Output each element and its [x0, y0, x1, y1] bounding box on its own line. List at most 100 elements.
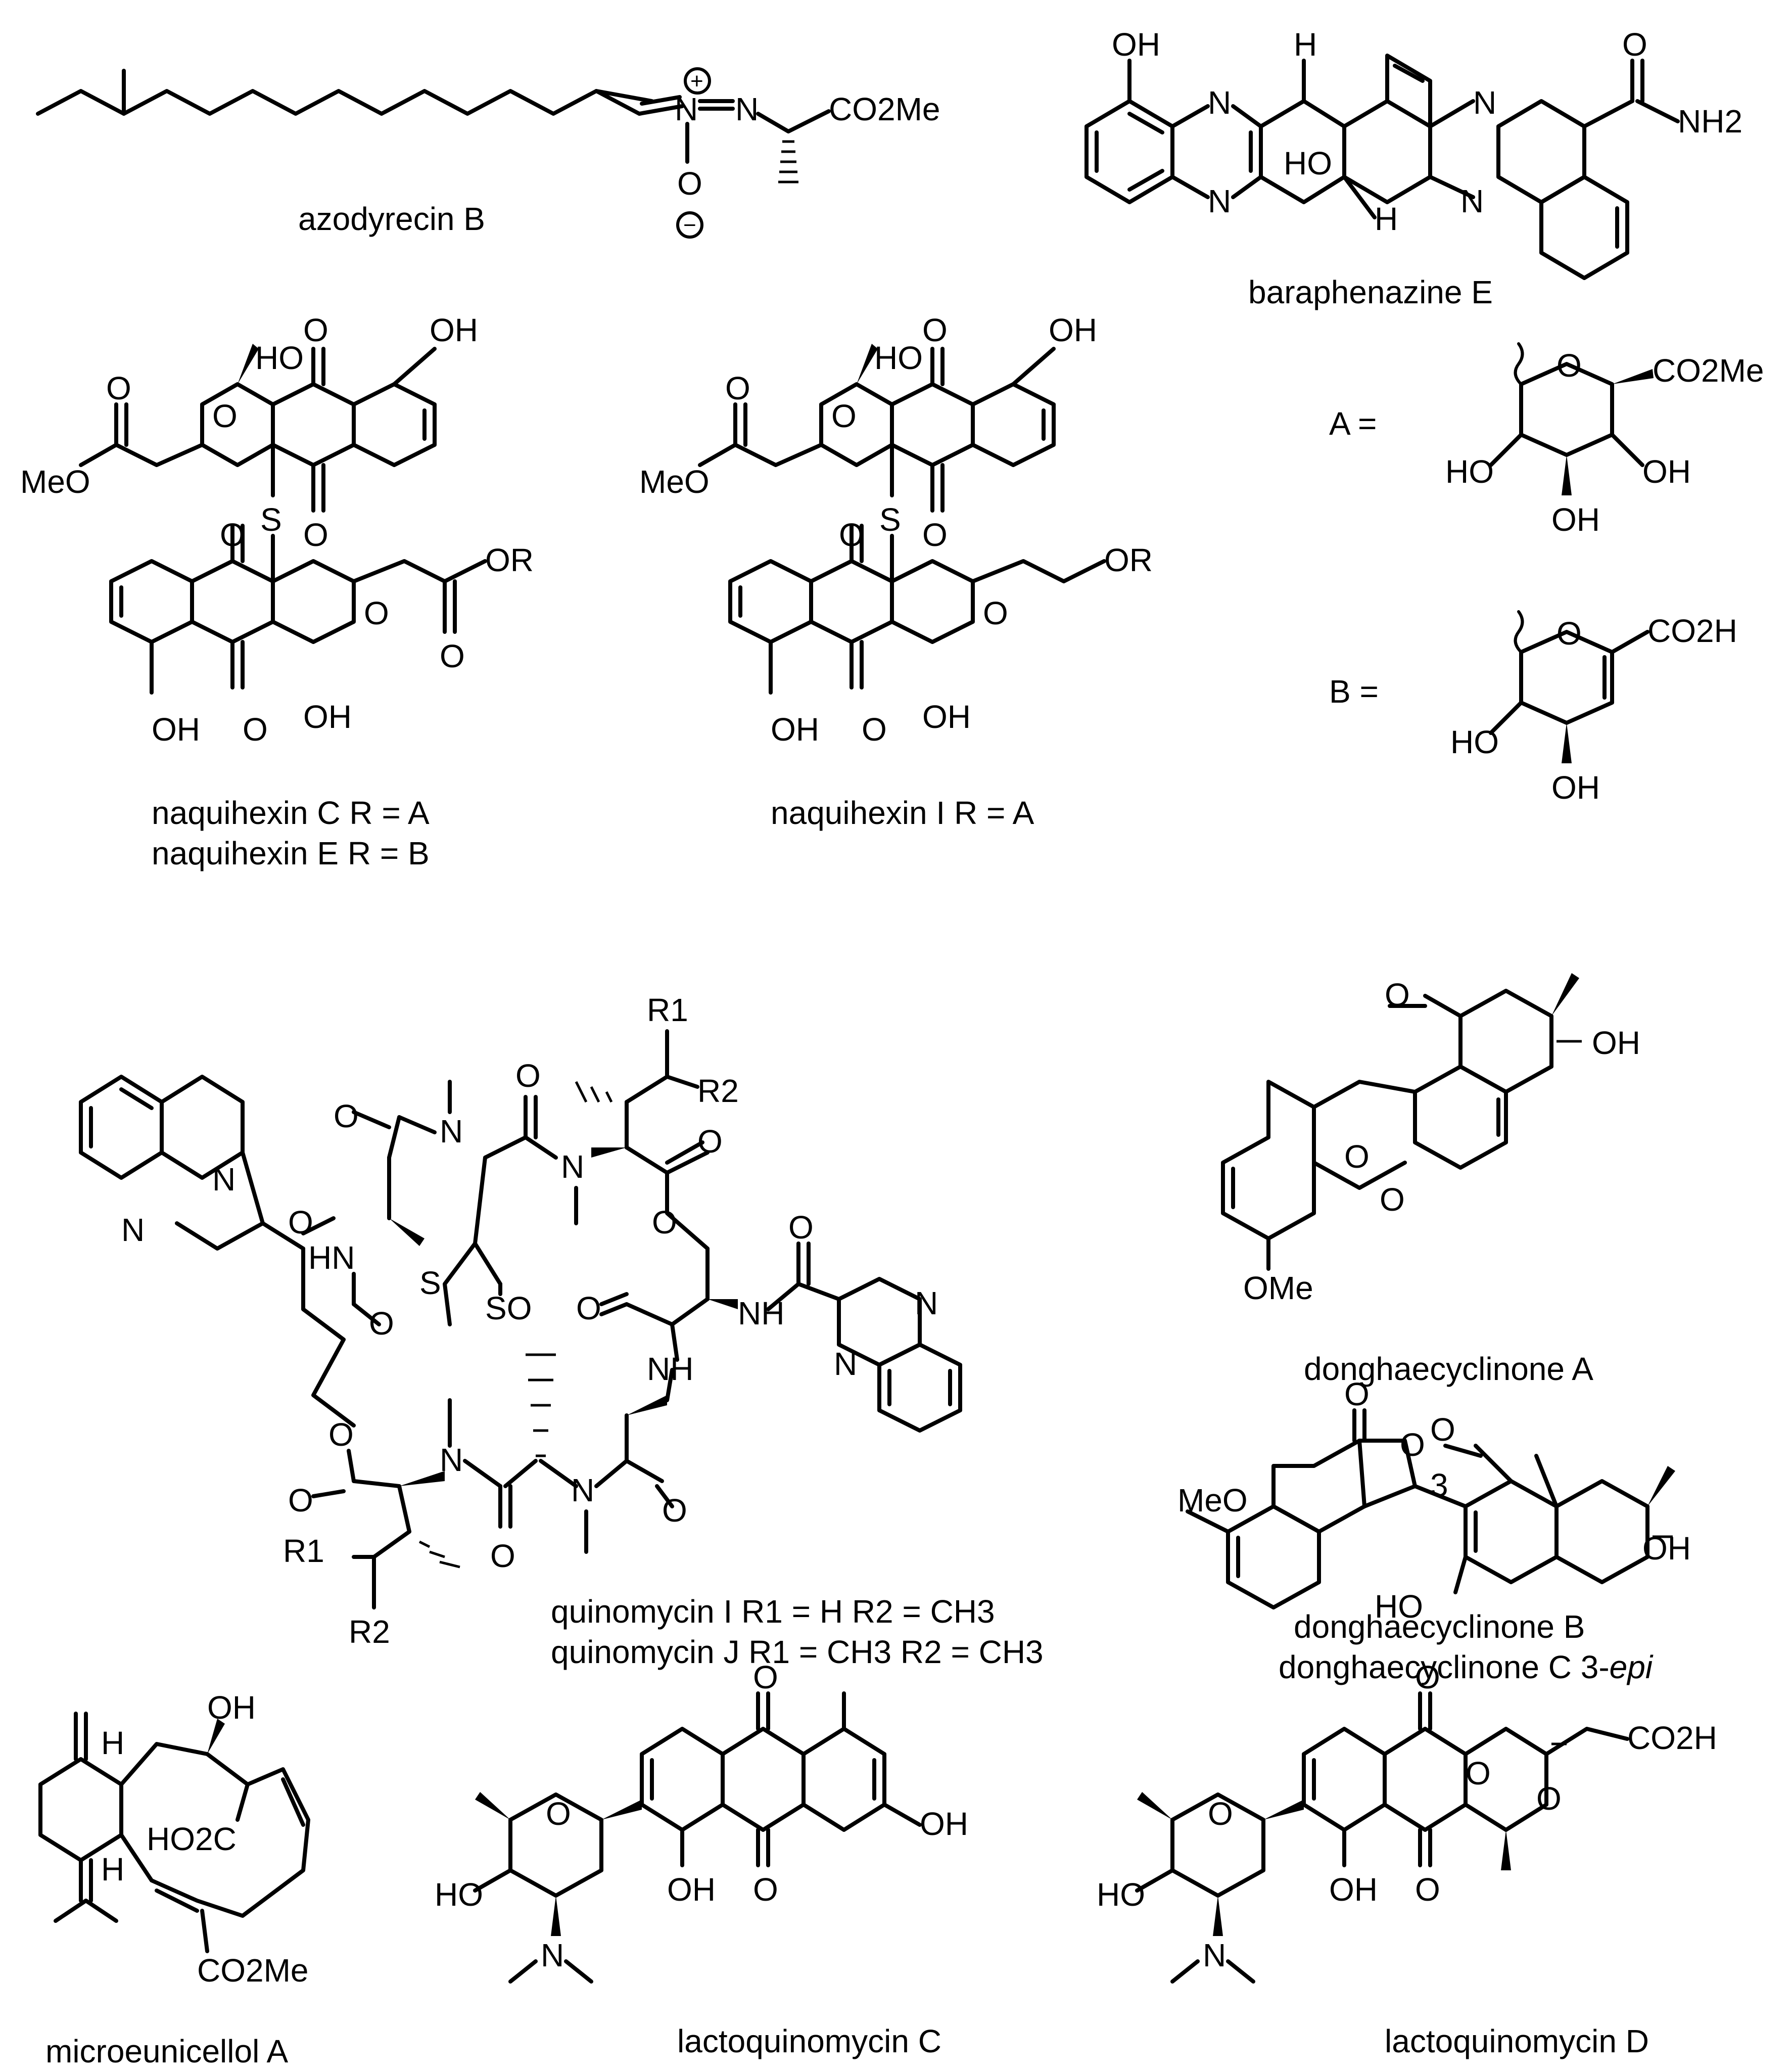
- bridgehead-h-bottom: H: [1375, 201, 1398, 237]
- naquihexin-c-e-structure: O OH O O HO S O MeO O O O OH: [20, 312, 534, 871]
- lactone-o-ring: O: [1400, 1426, 1425, 1463]
- definition-b-label: B =: [1329, 673, 1379, 710]
- lactoquinomycin-d-structure: O HO N O O O O OH CO2H lactoquinomycin D: [1097, 1659, 1717, 2059]
- oh-group: OH: [1642, 1530, 1691, 1567]
- naquihexin-i-structure: O OH O O HO S O MeO O O O OH OH: [639, 312, 1153, 831]
- ester-o-right: O: [652, 1204, 677, 1240]
- amide-o-right: O: [662, 1492, 687, 1529]
- co2me-group: CO2Me: [829, 91, 940, 127]
- bridge-o: O: [1344, 1138, 1370, 1175]
- donghaecyclinone-b-label: donghaecyclinone B: [1294, 1608, 1585, 1645]
- nh-group: NH: [647, 1351, 693, 1387]
- ome-group: OMe: [1243, 1270, 1313, 1306]
- amide-o-left: O: [369, 1305, 394, 1342]
- plus-sign: +: [690, 69, 703, 94]
- ketone-o-bottom: O: [922, 517, 948, 553]
- r1-lower: R1: [283, 1533, 324, 1569]
- ho-angular: HO: [874, 340, 923, 376]
- hash-bond: [418, 1540, 460, 1569]
- lactone-o-carbonyl: O: [1344, 1376, 1370, 1412]
- h-lower: H: [101, 1851, 124, 1888]
- phenol-oh-right: OH: [920, 1806, 968, 1842]
- donghaecyclinone-b-c-structure: O O MeO 3 O OH HO donghaecyclinone B don…: [1177, 1376, 1691, 1685]
- ring-o: O: [1557, 615, 1582, 652]
- meo-group: MeO: [20, 464, 90, 500]
- donghaecyclinone-a-structure: O OH O O OMe donghaecyclinone A: [1221, 973, 1640, 1387]
- oh-angular-lower: OH: [303, 699, 352, 735]
- co2h-group: CO2H: [1647, 613, 1737, 649]
- baraphenazine-e-structure: OH N N H HO H N N O NH2 baraphenazine E: [1084, 26, 1742, 310]
- azodyrecin-b-structure: N N + O − CO2Me azodyrecin B: [36, 67, 940, 239]
- meo-group: MeO: [639, 464, 710, 500]
- hash-bond: [526, 1353, 556, 1457]
- phenol-oh: OH: [1049, 312, 1097, 348]
- n-oxide-n-atom: N: [675, 91, 698, 127]
- ketone-o: O: [288, 1204, 313, 1240]
- ester-o: O: [725, 370, 750, 406]
- dimethylamino-n: N: [541, 1937, 564, 1973]
- r2-upper: R2: [697, 1073, 739, 1109]
- phenazine-n-bottom: N: [1460, 183, 1484, 219]
- definition-a: A = O CO2Me HO OH OH: [1329, 342, 1764, 538]
- ketone-o: O: [1385, 977, 1410, 1013]
- n-methyl-n-4: N: [440, 1113, 463, 1149]
- co2me-group: CO2Me: [197, 1952, 309, 1989]
- amide-o-top-left: O: [515, 1057, 541, 1094]
- ho-group: HO: [435, 1876, 483, 1913]
- ketone-o-top: O: [922, 312, 948, 348]
- quinoxaline-n-4: N: [834, 1346, 857, 1382]
- lactoquinomycin-c-structure: O HO N O O OH OH lactoquinomycin C: [435, 1659, 968, 2059]
- lactoquinomycin-d-label: lactoquinomycin D: [1385, 2023, 1649, 2059]
- ketone-o-top: O: [1415, 1659, 1440, 1695]
- ether-o: O: [1380, 1181, 1405, 1218]
- ester-o: O: [106, 370, 131, 406]
- donghaecyclinone-a-label: donghaecyclinone A: [1304, 1351, 1593, 1387]
- ketone-o-mid: O: [220, 517, 245, 553]
- nh2-group: NH2: [1678, 103, 1742, 140]
- quinoxaline-n-1: N: [212, 1161, 235, 1198]
- oh-group: OH: [1112, 26, 1160, 63]
- phenol-oh: OH: [667, 1871, 716, 1908]
- bridgehead-h-top: H: [1294, 26, 1317, 63]
- n-oxide-o-atom: O: [677, 165, 702, 202]
- n-methyl-n-1: N: [440, 1442, 463, 1478]
- ester-carbonyl-o-right: O: [697, 1123, 723, 1160]
- ho-group: HO: [1445, 453, 1494, 490]
- ho-group: HO: [1450, 724, 1499, 760]
- pyrazine-n-top: N: [1208, 84, 1231, 121]
- ho-bridge: HO: [1284, 145, 1332, 181]
- r2-lower: R2: [349, 1614, 390, 1650]
- ho-group: HO: [1097, 1876, 1145, 1913]
- sulfide-s: S: [879, 501, 901, 538]
- phenol-ho: HO: [1375, 1588, 1423, 1625]
- co2me-group: CO2Me: [1653, 352, 1764, 389]
- amide-o-top-far: O: [334, 1098, 359, 1134]
- or-group: OR: [1104, 542, 1153, 578]
- definition-a-label: A =: [1329, 405, 1377, 442]
- oh-group-bottom: OH: [1551, 769, 1600, 806]
- microeunicellol-a-structure: H H OH HO2C CO2Me microeunicellol A: [38, 1689, 310, 2069]
- ring-o: O: [1557, 347, 1582, 384]
- quinomycin-i-label: quinomycin I R1 = H R2 = CH3: [551, 1593, 995, 1630]
- h-upper: H: [101, 1725, 124, 1761]
- r1-upper: R1: [647, 992, 688, 1028]
- or-group: OR: [485, 542, 534, 578]
- pyran-o: O: [212, 398, 238, 434]
- amide-o-top: O: [788, 1209, 814, 1246]
- phenazine-n-top: N: [1473, 84, 1496, 121]
- lactoquinomycin-c-label: lactoquinomycin C: [677, 2023, 941, 2059]
- hash-bond: [575, 1081, 613, 1103]
- phenol-oh-lower: OH: [152, 711, 200, 748]
- amide-o-lower: O: [490, 1538, 515, 1574]
- definition-b: B = O CO2H HO OH: [1329, 610, 1737, 806]
- ketone-o-bottom: O: [1415, 1871, 1440, 1908]
- baraphenazine-e-label: baraphenazine E: [1248, 274, 1493, 310]
- naquihexin-i-label: naquihexin I R = A: [771, 795, 1034, 831]
- sulfoxide-so: SO: [485, 1290, 532, 1326]
- n-methyl-n-2: N: [571, 1472, 594, 1508]
- plus-charge: [684, 67, 711, 95]
- sugar-ring-o: O: [546, 1796, 571, 1832]
- ketone-o-low: O: [243, 711, 268, 748]
- pyran-o-lower: O: [983, 595, 1008, 631]
